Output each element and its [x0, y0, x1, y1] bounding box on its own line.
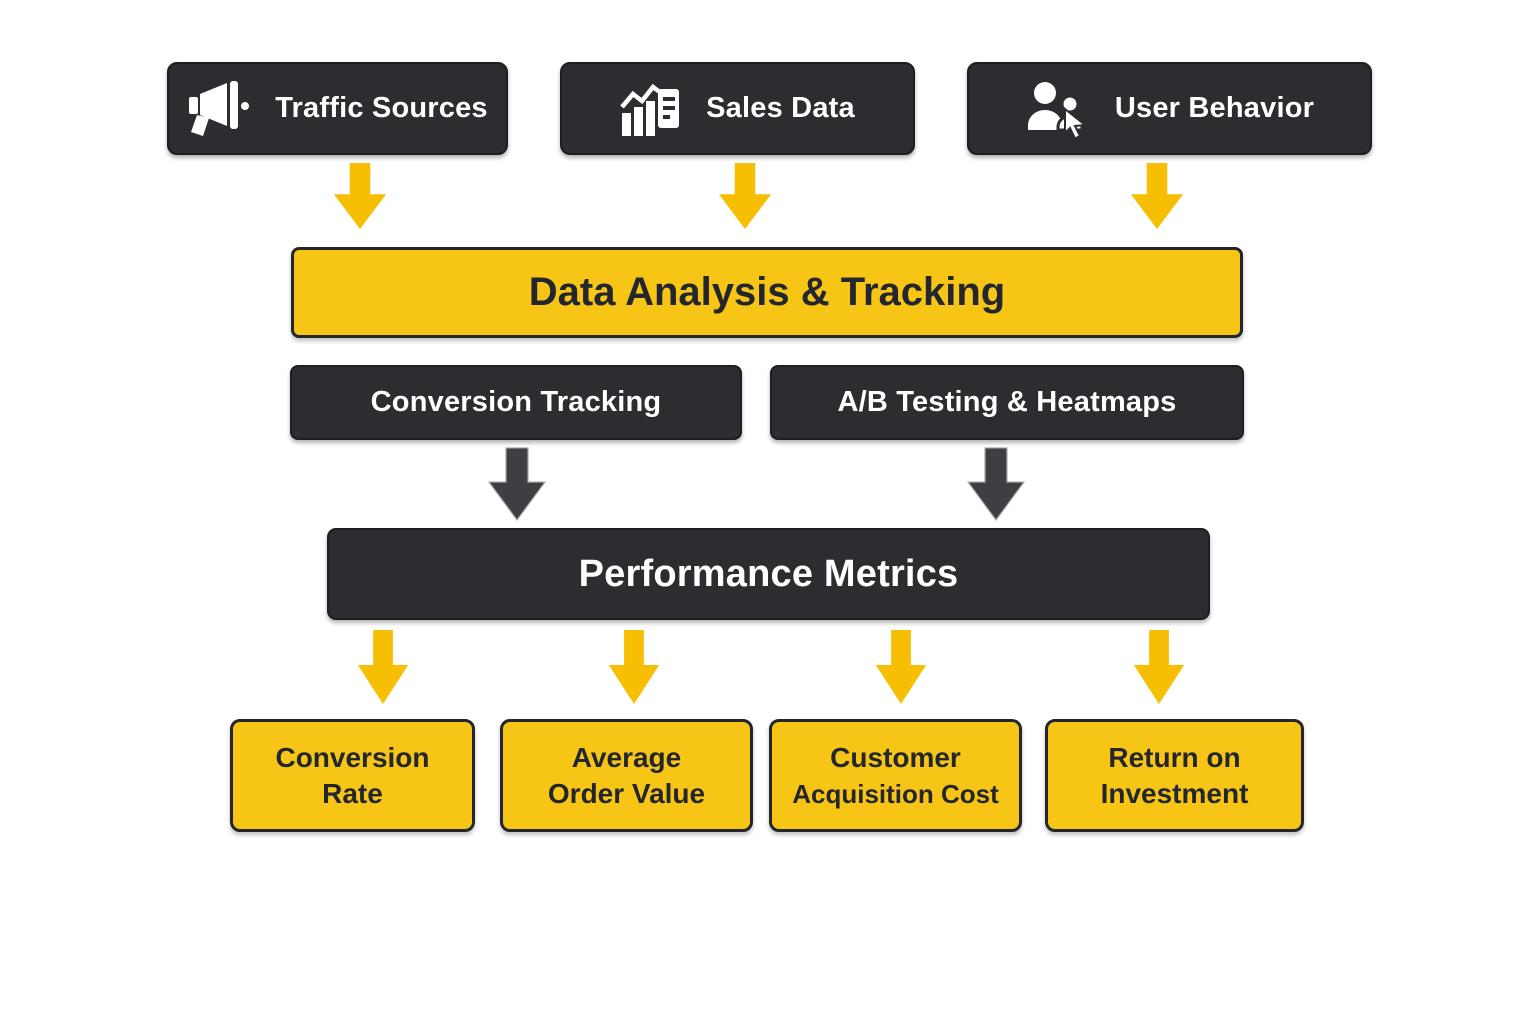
node-label: Traffic Sources: [275, 92, 488, 124]
arrow-down-icon: [874, 630, 928, 704]
metric-line-1: Return on: [1108, 741, 1241, 773]
arrow-down-icon: [607, 630, 661, 704]
node-conversion-tracking: Conversion Tracking: [290, 365, 742, 440]
node-traffic-sources: Traffic Sources: [167, 62, 508, 155]
metric-line-2: Order Value: [547, 777, 706, 809]
arrow-down-icon: [332, 163, 388, 229]
sales-chart-icon: [620, 82, 682, 136]
node-conversion-rate: Conversion Rate: [230, 719, 475, 832]
metric-line-1: Average: [571, 741, 682, 773]
metric-line-2: Acquisition Cost: [792, 778, 999, 809]
node-label: Average Order Value: [548, 740, 705, 812]
node-average-order-value: Average Order Value: [500, 719, 753, 832]
node-label: Conversion Rate: [275, 740, 429, 812]
node-label: Performance Metrics: [578, 552, 959, 595]
node-sales-data: Sales Data: [560, 62, 915, 155]
node-label: User Behavior: [1114, 92, 1315, 124]
arrow-down-icon: [966, 447, 1026, 521]
arrow-down-icon: [356, 630, 410, 704]
user-cursor-icon: [1025, 80, 1091, 138]
node-label: Customer Acquisition Cost: [792, 740, 999, 812]
node-user-behavior: User Behavior: [967, 62, 1372, 155]
node-customer-acquisition-cost: Customer Acquisition Cost: [769, 719, 1022, 832]
metric-line-1: Customer: [830, 741, 961, 773]
node-label: Return on Investment: [1101, 740, 1249, 812]
metric-line-1: Conversion: [275, 741, 430, 773]
node-label: Data Analysis & Tracking: [528, 270, 1006, 314]
node-return-on-investment: Return on Investment: [1045, 719, 1304, 832]
megaphone-icon: [187, 80, 251, 137]
node-label: A/B Testing & Heatmaps: [837, 386, 1177, 418]
arrow-down-icon: [1129, 163, 1185, 229]
node-label: Conversion Tracking: [370, 386, 662, 418]
arrow-down-icon: [717, 163, 773, 229]
node-label: Sales Data: [706, 92, 855, 124]
metric-line-2: Investment: [1100, 777, 1249, 809]
arrow-down-icon: [487, 447, 547, 521]
node-ab-testing-heatmaps: A/B Testing & Heatmaps: [770, 365, 1244, 440]
node-performance-metrics: Performance Metrics: [327, 528, 1210, 620]
arrow-down-icon: [1132, 630, 1186, 704]
node-data-analysis-tracking: Data Analysis & Tracking: [291, 247, 1243, 338]
metric-line-2: Rate: [322, 777, 383, 809]
